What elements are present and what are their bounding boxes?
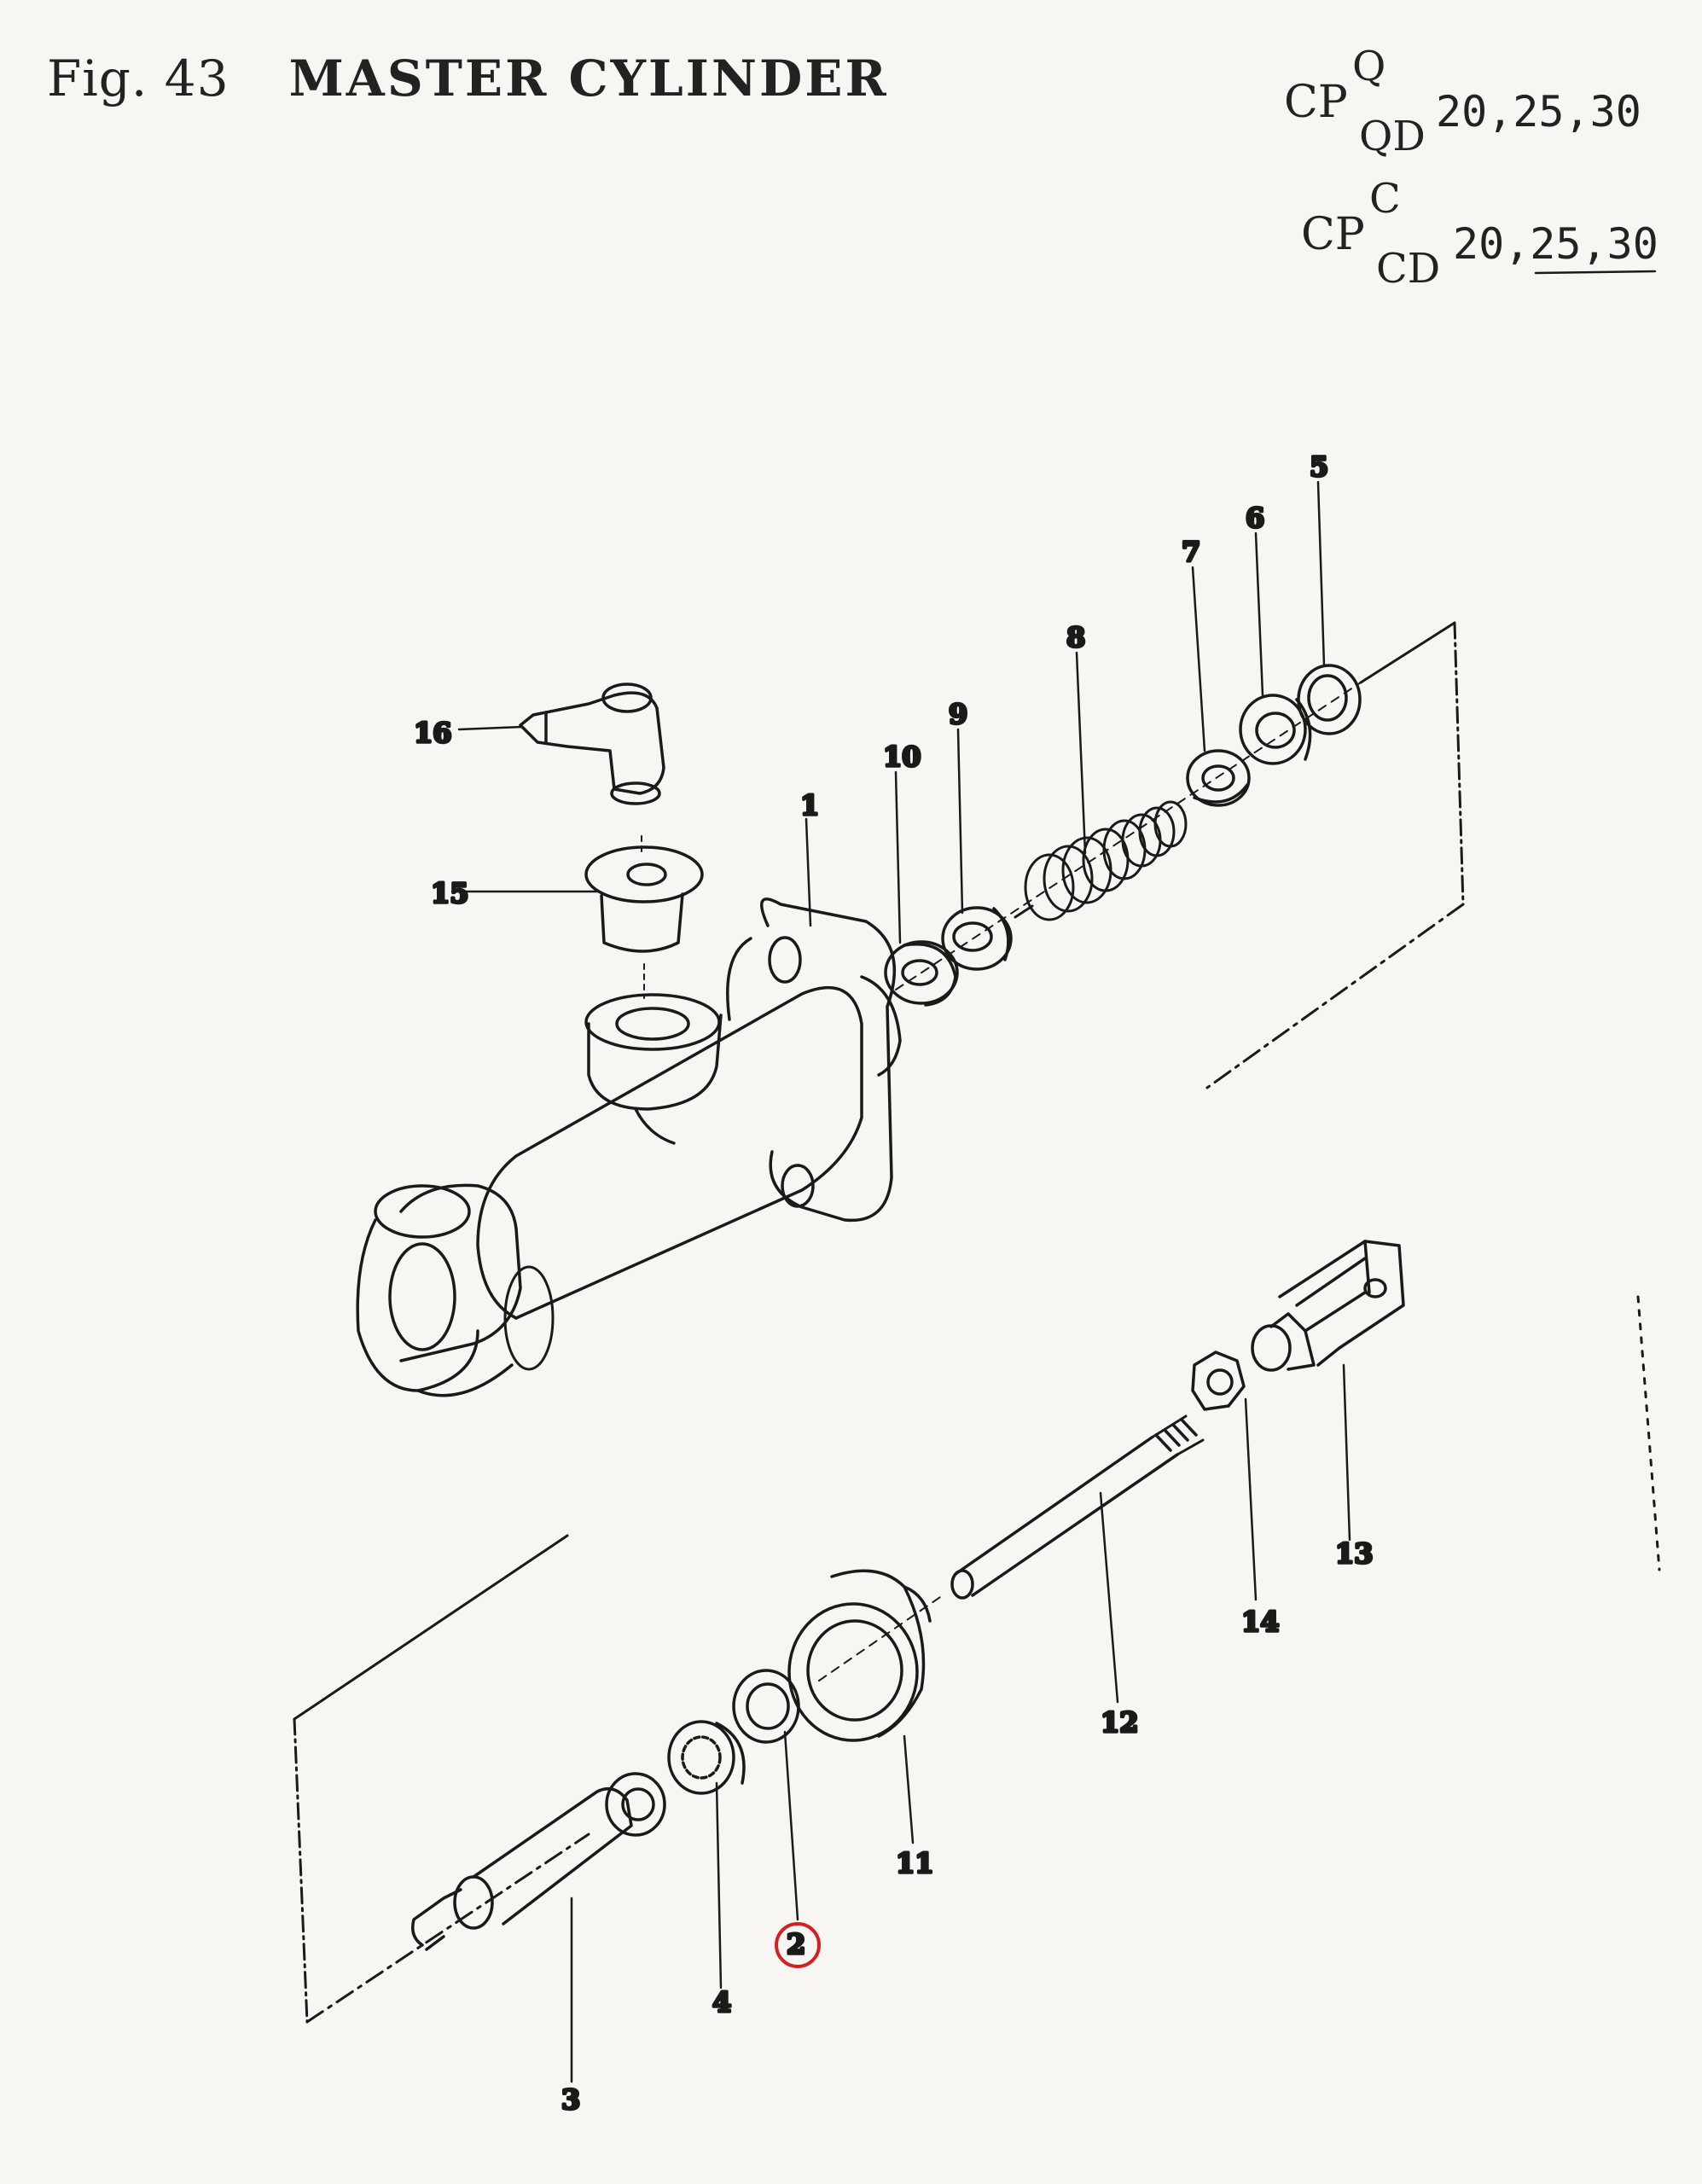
label-part-4: 4 — [712, 1986, 731, 2018]
label-part-1: 1 — [800, 789, 819, 822]
label-part-6: 6 — [1246, 502, 1264, 534]
part-16-hose-fitting — [519, 682, 665, 805]
label-part-11: 11 — [896, 1847, 934, 1879]
label-part-15: 15 — [431, 877, 469, 909]
figure-title: Fig. 43 MASTER CYLINDER — [47, 49, 889, 107]
model-lower: CD — [1376, 245, 1441, 293]
label-part-12: 12 — [1101, 1706, 1139, 1739]
model-prefix: CP — [1284, 77, 1348, 128]
part-4-seal-cup — [667, 1720, 746, 1795]
part-8-return-spring — [1014, 800, 1188, 921]
label-part-9: 9 — [949, 698, 967, 730]
model-sizes: 20,25,30 — [1453, 219, 1658, 269]
label-part-3: 3 — [561, 2083, 580, 2116]
figure-name: MASTER CYLINDER — [288, 49, 889, 107]
axis-line-upper — [895, 682, 1362, 990]
part-7-check-valve — [1186, 749, 1251, 807]
part-3-piston — [411, 1772, 666, 1951]
part-13-clevis — [1251, 1240, 1405, 1372]
cylinder-body — [356, 897, 902, 1397]
label-part-7: 7 — [1182, 536, 1200, 568]
part-10-cup-seal — [884, 940, 959, 1007]
axis-line-lower — [818, 1594, 944, 1682]
part-5-ring — [1297, 664, 1362, 735]
part-15-reservoir-cap — [584, 845, 704, 953]
model-underline — [1534, 270, 1657, 275]
model-prefix: CP — [1301, 209, 1365, 260]
model-code-c: CP C CD 20,25,30 — [1301, 175, 1693, 294]
label-part-13: 13 — [1335, 1537, 1374, 1570]
label-part-5: 5 — [1310, 450, 1328, 483]
part-12-push-rod — [950, 1414, 1205, 1600]
part-11-dust-boot — [787, 1569, 932, 1742]
label-part-14: 14 — [1241, 1606, 1280, 1638]
part-14-lock-nut — [1191, 1350, 1246, 1411]
assembly-frame-upper — [1205, 621, 1465, 1089]
model-upper: C — [1369, 175, 1401, 223]
model-upper: Q — [1352, 43, 1386, 90]
model-sizes: 20,25,30 — [1436, 87, 1641, 136]
model-lower: QD — [1359, 113, 1426, 160]
figure-number: Fig. 43 — [47, 49, 229, 107]
label-part-2: 2 — [787, 1928, 805, 1960]
assembly-frame-lower — [293, 1295, 1661, 2024]
part-9-retainer — [941, 906, 1013, 971]
label-part-10: 10 — [883, 741, 921, 773]
label-part-16: 16 — [414, 717, 452, 749]
label-part-8: 8 — [1066, 621, 1085, 653]
model-code-q: CP Q QD 20,25,30 — [1284, 43, 1676, 162]
leader-lines — [450, 480, 1351, 2083]
highlight-circle — [775, 1922, 821, 1968]
